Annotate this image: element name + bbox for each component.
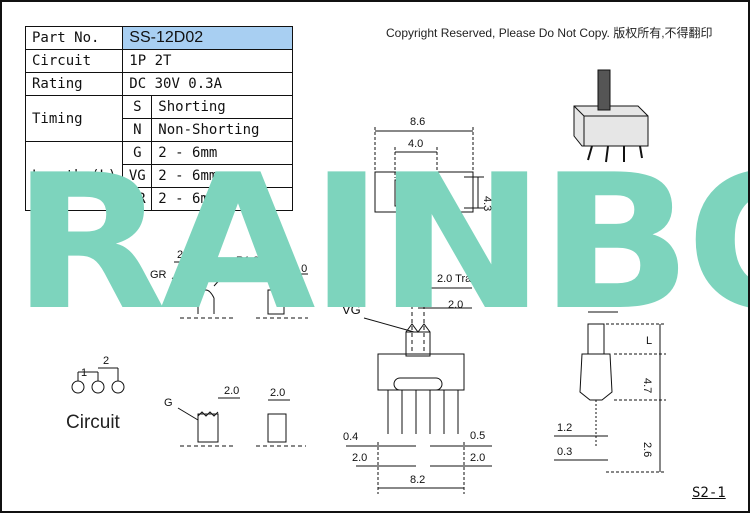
timing-label: Timing [24,95,124,142]
label-g: G [164,397,173,409]
dim-width-86: 8.6 [410,116,425,128]
gr-detail [171,258,308,319]
dim-h26: 2.6 [641,442,653,457]
dim-travel: 2.0 Travel [437,273,485,285]
dim-side-20: 2.0 [622,297,637,309]
length-code: GR [122,187,153,211]
dim-r18: R1.8 [236,255,259,267]
dim-height-43: 4.3 [481,196,493,211]
dim-pitch-right: 2.0 [470,452,485,464]
spec-table: Part No. SS-12D02 Circuit 1P 2T Rating D… [24,26,294,211]
document-id: S2-1 [692,485,726,501]
circuit-caption: Circuit [66,412,120,433]
dim-gr-20: 2.0 [177,249,192,261]
g-detail [177,397,306,447]
side-view [554,311,666,473]
dim-pin-05: 0.5 [470,430,485,442]
dim-g-20: 2.0 [224,385,239,397]
dim-l: L [646,335,652,347]
product-photo [573,69,649,163]
length-value: 2 - 6mm [151,141,294,165]
dim-square2-20: 2.0 [270,387,285,399]
top-view [374,127,484,213]
circuit-diagram [71,367,125,394]
dim-d12: 1.2 [557,422,572,434]
dim-vg-20: 2.0 [448,299,463,311]
dim-pitch-left: 2.0 [352,452,367,464]
dim-w82: 8.2 [410,474,425,486]
dim-square-20: 2.0 [292,263,307,275]
dim-width-40: 4.0 [408,138,423,150]
length-label: Length (L) [24,141,124,211]
copyright-notice: Copyright Reserved, Please Do Not Copy. … [386,26,713,40]
timing-code: N [122,118,153,142]
rating-label: Rating [24,72,124,96]
label-vg: VG [342,302,361,317]
dim-pin-04: 0.4 [343,431,358,443]
circuit-pin-1: 1 [81,367,87,379]
label-gr: GR [150,269,167,281]
part-no-label: Part No. [24,26,124,50]
circuit-pin-2: 2 [103,355,109,367]
length-value: 2 - 6mm [151,187,294,211]
timing-value: Non-Shorting [151,118,294,142]
dim-h47: 4.7 [641,378,653,393]
front-view [346,270,492,494]
circuit-value: 1P 2T [122,49,294,73]
length-value: 2 - 6mm [151,164,294,188]
rating-value: DC 30V 0.3A [122,72,294,96]
timing-value: Shorting [151,95,294,119]
dim-d03: 0.3 [557,446,572,458]
